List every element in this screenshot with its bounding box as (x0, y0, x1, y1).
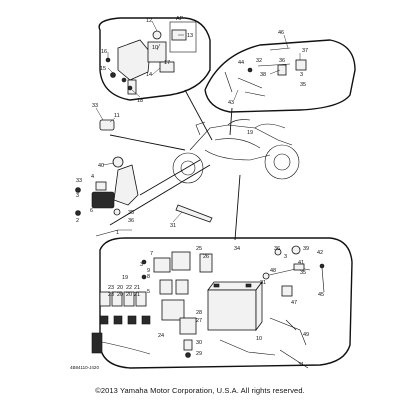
band-part (175, 204, 213, 223)
region-ignition (98, 17, 211, 101)
callout-30: 30 (196, 340, 202, 346)
callout-2: 2 (76, 218, 79, 224)
callout-36: 36 (279, 58, 285, 64)
pointer-line (184, 89, 213, 141)
pointer-line (109, 134, 186, 151)
relay-fuse-parts (141, 251, 213, 321)
callout-34: 34 (234, 246, 240, 252)
callout-35-mid: 35 (128, 210, 134, 216)
callout-4: 4 (91, 174, 94, 180)
callout-23-b: 23 (108, 292, 114, 298)
callout-28: 28 (196, 310, 202, 316)
pointer-line (109, 164, 211, 226)
callout-35-low: 35 (300, 270, 306, 276)
pointer-line (229, 107, 233, 136)
callout-numbers: 12 AP 13 10 16 15 17 14 18 46 37 44 32 3… (70, 16, 324, 370)
callout-49: 49 (303, 332, 309, 338)
pointer-line (139, 159, 201, 196)
callout-46: 46 (278, 30, 284, 36)
callout-39: 39 (303, 246, 309, 252)
sensor-parts (75, 119, 139, 237)
callout-11: 11 (114, 113, 120, 119)
callout-15: 15 (100, 66, 106, 72)
drawing-code: 4B84110-J420 (70, 365, 99, 370)
ignition-switch-assembly (105, 29, 187, 95)
region-rear-electrics (99, 237, 353, 369)
callout-43: 43 (228, 100, 234, 106)
callout-7: 7 (150, 251, 153, 257)
callout-22: 22 (126, 285, 132, 291)
callout-16: 16 (101, 49, 107, 55)
callout-35-top: 35 (300, 82, 306, 88)
callout-20-c: 20 (126, 292, 132, 298)
callout-19-low: 19 (122, 275, 128, 281)
callout-31-mid: 31 (170, 223, 176, 229)
callout-20-a: 20 (117, 285, 123, 291)
callout-8: 8 (147, 274, 150, 280)
region-front-harness (204, 39, 356, 113)
callout-21-a: 21 (134, 285, 140, 291)
callout-40: 40 (98, 163, 104, 169)
callout-33-top: 33 (92, 103, 98, 109)
callout-10-low: 10 (256, 336, 262, 342)
callout-26: 26 (203, 254, 209, 260)
callout-29: 29 (196, 351, 202, 357)
callout-19: 19 (247, 130, 253, 136)
callout-3-mid: 3 (76, 193, 79, 199)
callout-3-right: 3 (284, 254, 287, 260)
callout-42: 42 (317, 250, 323, 256)
callout-13: 13 (187, 33, 193, 39)
callout-41: 41 (298, 260, 304, 266)
callout-38: 38 (260, 72, 266, 78)
callout-45: 45 (318, 292, 324, 298)
callout-18: 18 (137, 98, 143, 104)
callout-3-low: 3 (140, 262, 143, 268)
callout-36-low: 36 (274, 246, 280, 252)
front-harness-parts (224, 47, 307, 97)
pointer-line (234, 174, 241, 241)
callout-32: 32 (256, 58, 262, 64)
callout-47: 47 (291, 300, 297, 306)
callout-23-a: 23 (108, 285, 114, 291)
callout-17: 17 (164, 60, 170, 66)
callout-36-mid: 36 (128, 218, 134, 224)
callout-ap: AP (176, 16, 184, 22)
callout-12: 12 (146, 18, 152, 24)
starter-relay-parts (179, 317, 197, 358)
leader-lines (95, 20, 301, 231)
callout-10: 10 (152, 45, 158, 51)
callout-37: 37 (302, 48, 308, 54)
callout-48: 48 (270, 268, 276, 274)
callout-21-b: 21 (134, 292, 140, 298)
fuse-block-parts (91, 291, 151, 355)
callout-6: 6 (90, 208, 93, 214)
callout-31-bottom: 31 (298, 362, 304, 368)
callout-5: 5 (147, 289, 150, 295)
callout-24: 24 (158, 333, 164, 339)
callout-1: 1 (116, 230, 119, 236)
copyright-notice: ©2013 Yamaha Motor Corporation, U.S.A. A… (95, 386, 305, 395)
ap-box (169, 21, 197, 53)
callout-9: 9 (147, 268, 150, 274)
battery-cables (219, 245, 325, 369)
callout-44: 44 (238, 60, 244, 66)
callout-14: 14 (146, 72, 152, 78)
callout-3-top: 3 (300, 72, 303, 78)
callout-25: 25 (196, 246, 202, 252)
motorcycle-silhouette (172, 119, 300, 184)
callout-33-mid: 33 (76, 178, 82, 184)
callout-20-b: 20 (117, 292, 123, 298)
battery (207, 280, 263, 332)
callout-27: 27 (196, 318, 202, 324)
callout-31-low: 31 (260, 280, 266, 286)
